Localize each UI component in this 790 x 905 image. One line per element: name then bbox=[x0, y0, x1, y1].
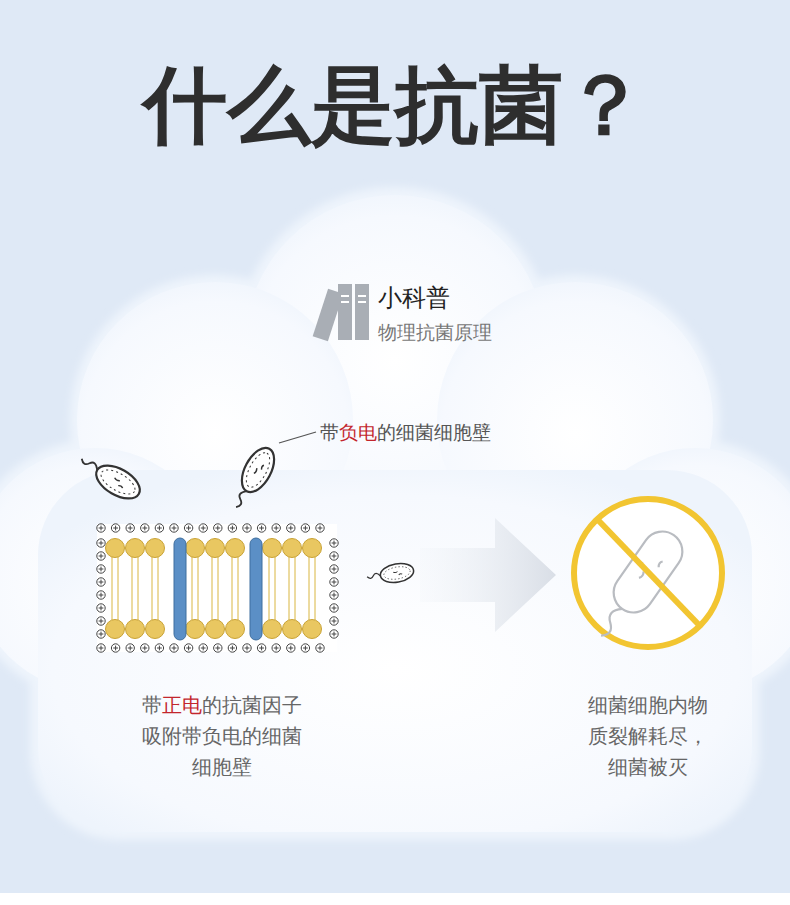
left-caption: 带正电的抗菌因子吸附带负电的细菌细胞壁 bbox=[136, 690, 308, 783]
section-heading: 小科普 bbox=[378, 280, 528, 317]
section-subheading: 物理抗菌原理 bbox=[378, 318, 578, 347]
right-caption: 细菌细胞内物质裂解耗尽，细菌被灭 bbox=[583, 690, 713, 783]
leader-label: 带负电的细菌细胞壁 bbox=[320, 418, 580, 447]
title: 什么是抗菌？ bbox=[45, 40, 745, 170]
